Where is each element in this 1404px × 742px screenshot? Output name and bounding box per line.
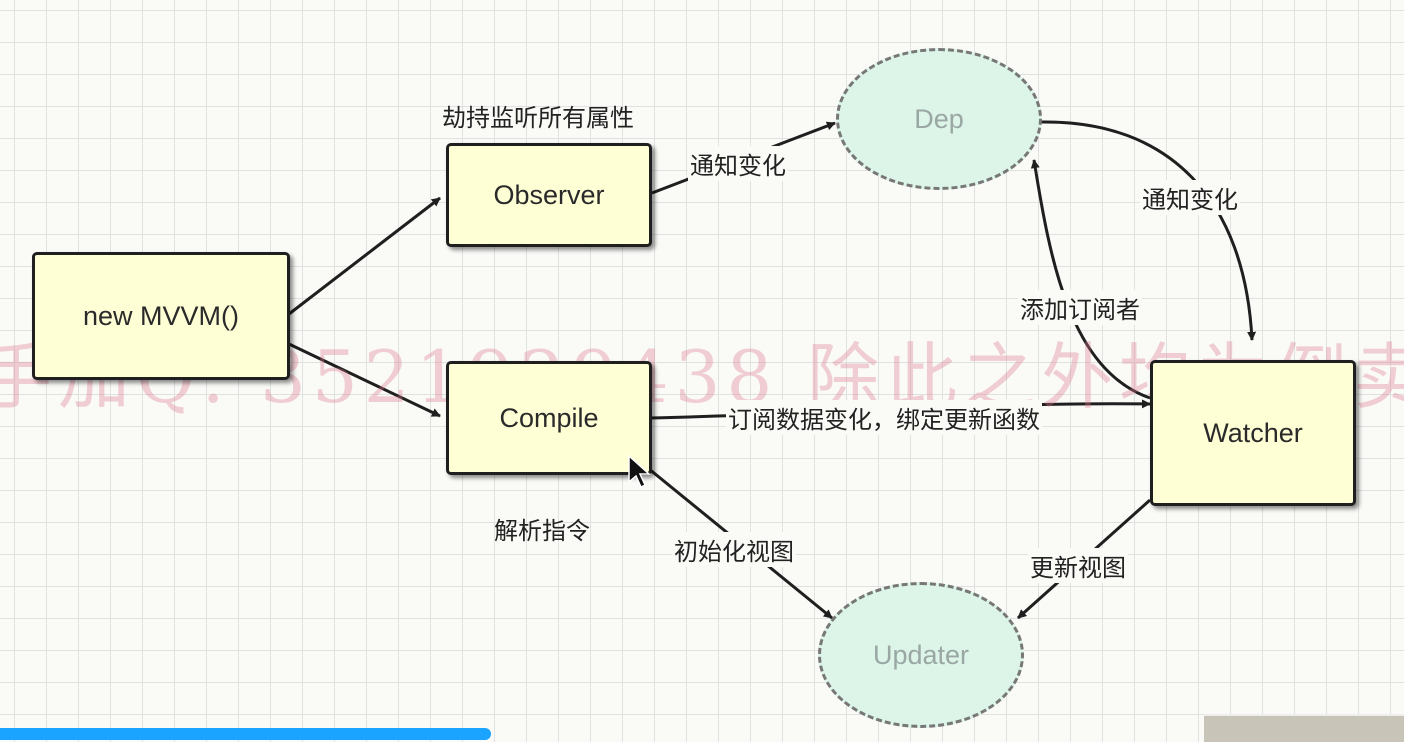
arrow-watcher-dep xyxy=(1030,159,1151,400)
mvvm-node: new MVVM() xyxy=(32,252,290,380)
webcam-thumbnail xyxy=(1204,714,1404,742)
video-progress-track[interactable] xyxy=(0,728,1404,740)
arrow-mvvm-observer xyxy=(288,196,441,316)
label-init-view: 初始化视图 xyxy=(672,532,796,567)
arrow-dep-watcher xyxy=(1040,120,1257,341)
label-notify-dep: 通知变化 xyxy=(688,146,788,181)
label-parse: 解析指令 xyxy=(494,517,590,545)
updater-node: Updater xyxy=(818,582,1024,728)
label-notify-watcher: 通知变化 xyxy=(1140,180,1240,215)
label-subscribe: 订阅数据变化，绑定更新函数 xyxy=(726,400,1042,435)
mouse-cursor-icon xyxy=(628,454,651,489)
label-hijack: 劫持监听所有属性 xyxy=(442,104,634,132)
arrow-mvvm-compile xyxy=(288,342,441,418)
compile-node: Compile xyxy=(446,361,652,475)
watcher-node: Watcher xyxy=(1150,360,1356,506)
dep-node: Dep xyxy=(836,48,1042,190)
video-progress-fill xyxy=(0,728,492,740)
label-add-subscriber: 添加订阅者 xyxy=(1018,290,1142,325)
observer-node: Observer xyxy=(446,143,652,247)
label-update-view: 更新视图 xyxy=(1028,548,1128,583)
